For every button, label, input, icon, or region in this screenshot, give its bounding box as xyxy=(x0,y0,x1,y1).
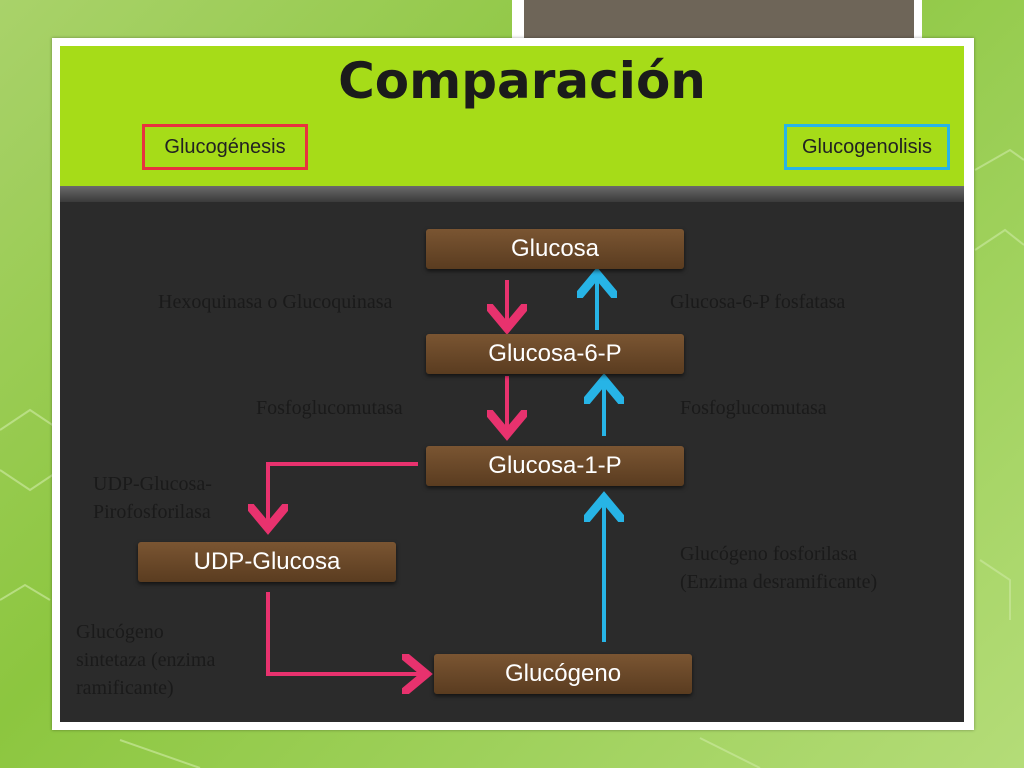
node-glucogeno: Glucógeno xyxy=(434,654,692,694)
enzyme-udp-pirofosforilasa-line1: UDP-Glucosa- xyxy=(93,473,212,495)
slide: Comparación Glucogénesis Glucogenolisis … xyxy=(60,46,964,722)
enzyme-glucogeno-sintetaza: Glucógeno sintetaza (enzima ramificante) xyxy=(76,618,215,702)
pathway-arrows xyxy=(60,46,964,722)
arrow-udp-to-glucogeno xyxy=(266,592,422,674)
legend-glucogenesis: Glucogénesis xyxy=(142,124,308,170)
arrow-g1p-to-udp xyxy=(268,462,418,524)
node-glucosa-6-p: Glucosa-6-P xyxy=(426,334,684,374)
top-tab-inner xyxy=(524,0,914,40)
enzyme-udp-pirofosforilasa: UDP-Glucosa- Pirofosforilasa xyxy=(93,470,212,526)
page-title: Comparación xyxy=(338,52,706,110)
node-glucosa-1-p: Glucosa-1-P xyxy=(426,446,684,486)
legend-glucogenolisis: Glucogenolisis xyxy=(784,124,950,170)
enzyme-glucogeno-fosforilasa: Glucógeno fosforilasa (Enzima desramific… xyxy=(680,540,877,596)
enzyme-sintetasa-line2: sintetaza (enzima xyxy=(76,649,216,671)
enzyme-g6p-fosfatasa: Glucosa-6-P fosfatasa xyxy=(670,291,846,313)
node-udp-glucosa: UDP-Glucosa xyxy=(138,542,396,582)
header: Comparación Glucogénesis Glucogenolisis xyxy=(60,46,964,186)
node-glucosa: Glucosa xyxy=(426,229,684,269)
enzyme-udp-pirofosforilasa-line2: Pirofosforilasa xyxy=(93,501,211,523)
enzyme-fosforilasa-line2: (Enzima desramificante) xyxy=(680,571,878,593)
enzyme-fosfoglucomutasa-left: Fosfoglucomutasa xyxy=(256,397,403,419)
enzyme-fosforilasa-line1: Glucógeno fosforilasa xyxy=(680,543,858,565)
enzyme-fosfoglucomutasa-right: Fosfoglucomutasa xyxy=(680,397,827,419)
enzyme-hexoquinasa: Hexoquinasa o Glucoquinasa xyxy=(158,291,393,313)
enzyme-sintetasa-line1: Glucógeno xyxy=(76,621,164,643)
header-shadow xyxy=(60,186,964,202)
enzyme-sintetasa-line3: ramificante) xyxy=(76,677,174,699)
